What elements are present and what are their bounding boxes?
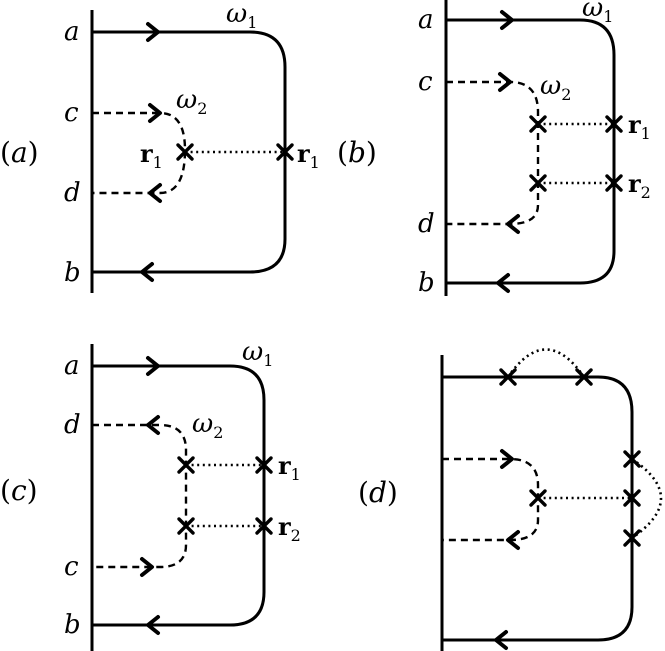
omega2-loop-c <box>92 423 188 569</box>
panel-d: (d) <box>358 348 663 651</box>
panel-c: a d c b ω1 ω2 r1 r2 (c) <box>0 337 301 651</box>
arrow-left-a-bottom <box>140 262 154 282</box>
r1-label-b: r1 <box>628 110 651 143</box>
arrow-left-b-bottom <box>496 273 510 293</box>
omega2-label-c: ω2 <box>192 409 223 442</box>
omega1-loop-b <box>446 18 616 285</box>
panel-b: a c d b ω1 ω2 r1 r2 (b) <box>337 0 651 298</box>
arrow-right-b-top <box>500 10 514 30</box>
endpoint-label-a: a <box>64 351 80 381</box>
omega1-label-c: ω1 <box>242 337 273 370</box>
cross-marker-c-4 <box>255 517 273 535</box>
cross-marker-c-2 <box>177 517 195 535</box>
endpoint-label-b: b <box>418 268 435 298</box>
arrow-left-b-d <box>506 214 520 234</box>
interaction-arc-d-top <box>506 348 586 378</box>
omega1-label-b: ω1 <box>582 0 613 26</box>
panel-label-c: (c) <box>0 474 38 507</box>
arrow-right-d-upper <box>500 449 514 469</box>
omega2-loop-b <box>446 80 540 226</box>
r2-label-b: r2 <box>628 169 651 202</box>
panel-a: a c d b ω1 ω2 r1 r1 (a) <box>0 0 320 293</box>
cross-marker-c-1 <box>177 456 195 474</box>
cross-marker-d-right-3 <box>623 529 641 547</box>
arrow-left-d-bottom <box>494 630 508 650</box>
arrow-left-c-d <box>146 415 160 435</box>
endpoint-label-b: b <box>64 610 81 640</box>
arrow-right-b-c <box>498 72 512 92</box>
arrow-right-c-top <box>146 356 160 376</box>
r1-label-c: r1 <box>278 451 301 484</box>
r2-label-c: r2 <box>278 512 301 545</box>
cross-marker-d-top-2 <box>575 368 593 386</box>
omega2-label-b: ω2 <box>540 71 571 104</box>
omega1-loop-c <box>92 364 266 627</box>
endpoint-label-c: c <box>418 67 433 97</box>
omega1-label-a: ω1 <box>226 0 257 32</box>
cross-marker-b-2 <box>529 174 547 192</box>
endpoint-label-b: b <box>64 258 81 288</box>
endpoint-label-d: d <box>64 178 81 208</box>
panel-label-b: (b) <box>337 136 377 169</box>
interaction-arc-d-right <box>631 457 663 540</box>
cross-marker-d-top-1 <box>499 368 517 386</box>
panel-label-d: (d) <box>358 476 398 509</box>
omega2-loop-a <box>92 111 187 195</box>
cross-marker-a-outer <box>276 143 294 161</box>
cross-marker-a-inner <box>176 143 194 161</box>
endpoint-label-d: d <box>418 209 435 239</box>
endpoint-label-d: d <box>64 410 81 440</box>
r-label-inner-a: r1 <box>140 139 163 172</box>
omega1-loop-a <box>92 30 287 274</box>
arrow-right-c-c <box>140 557 154 577</box>
endpoint-label-c: c <box>64 552 79 582</box>
cross-marker-b-1 <box>529 115 547 133</box>
panel-label-a: (a) <box>0 136 39 169</box>
omega1-loop-d <box>442 375 634 642</box>
cross-marker-d-right-2 <box>623 489 641 507</box>
endpoint-label-a: a <box>64 17 80 47</box>
omega2-loop-d <box>442 457 540 542</box>
arrow-left-a-d <box>148 183 162 203</box>
cross-marker-d-right-1 <box>623 450 641 468</box>
arrow-left-d-lower <box>506 530 520 550</box>
arrow-right-a-top <box>146 22 160 42</box>
cross-marker-b-3 <box>605 115 623 133</box>
cross-marker-c-3 <box>255 456 273 474</box>
cross-marker-d-inner <box>529 489 547 507</box>
cross-marker-b-4 <box>605 174 623 192</box>
endpoint-label-c: c <box>64 98 79 128</box>
arrow-left-c-bottom <box>146 615 160 635</box>
arrow-right-a-c <box>148 103 162 123</box>
r-label-outer-a: r1 <box>297 139 320 172</box>
endpoint-label-a: a <box>418 5 434 35</box>
omega2-label-a: ω2 <box>176 85 207 118</box>
